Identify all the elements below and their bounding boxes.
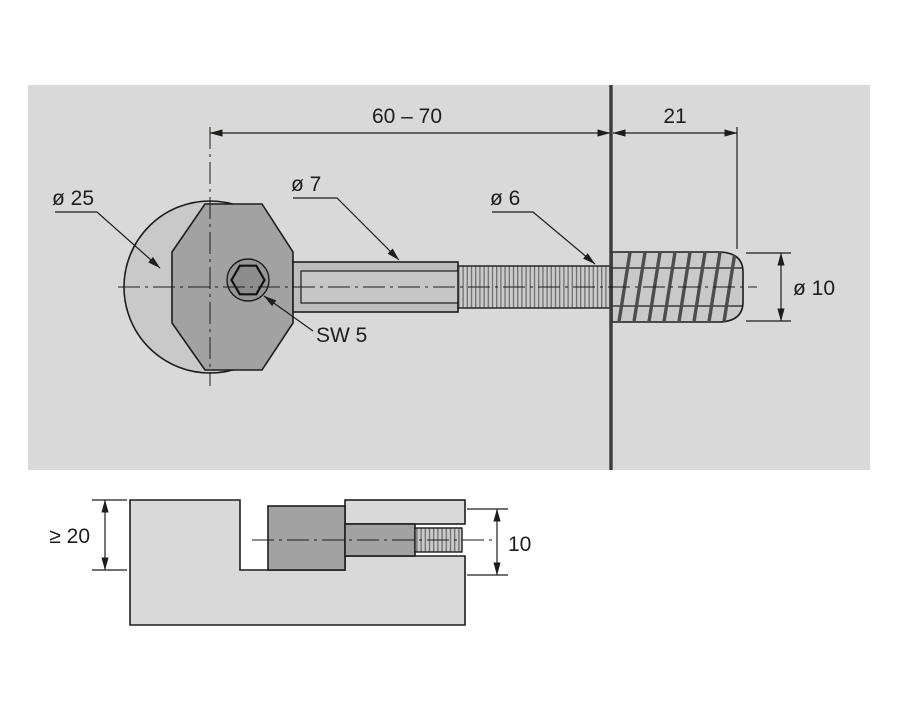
dim-label-bore-offset: 10 (508, 533, 531, 556)
callout-hex-socket: SW 5 (263, 295, 367, 347)
dim-label-screw-length: 21 (663, 105, 686, 128)
leader-line-shaft-diameter (293, 197, 400, 261)
dim-label-length: 60 – 70 (372, 105, 442, 128)
label-metric-thread-diameter: ø 6 (490, 187, 520, 210)
dimension-screw-length: 21 (612, 105, 738, 249)
dimension-bore-offset: 10 (467, 508, 531, 576)
callout-head-diameter: ø 25 (52, 187, 161, 269)
dimension-min-thickness: ≥ 20 (49, 499, 127, 571)
front-view: 60 – 70 21 ø 10 ø 25 ø 7 ø 6 (28, 85, 870, 470)
leader-line-hex-socket (263, 295, 314, 332)
label-head-diameter: ø 25 (52, 187, 94, 210)
leader-line-head-diameter (55, 211, 161, 269)
panel-section-top-right (344, 499, 466, 525)
section-view: ≥ 20 10 (49, 499, 531, 626)
label-shaft-diameter: ø 7 (291, 173, 321, 196)
callout-shaft-diameter: ø 7 (291, 173, 400, 261)
label-hex-socket: SW 5 (316, 324, 367, 347)
dim-label-screw-diameter: ø 10 (793, 277, 835, 300)
hex-socket-icon (230, 264, 266, 296)
dimension-screw-diameter: ø 10 (746, 252, 835, 322)
dim-label-min-thickness: ≥ 20 (49, 525, 90, 548)
dimension-length: 60 – 70 (209, 105, 611, 137)
callout-metric-thread-diameter: ø 6 (490, 187, 596, 265)
bolt-head-section (267, 505, 346, 571)
leader-line-metric-thread-diameter (492, 211, 596, 265)
